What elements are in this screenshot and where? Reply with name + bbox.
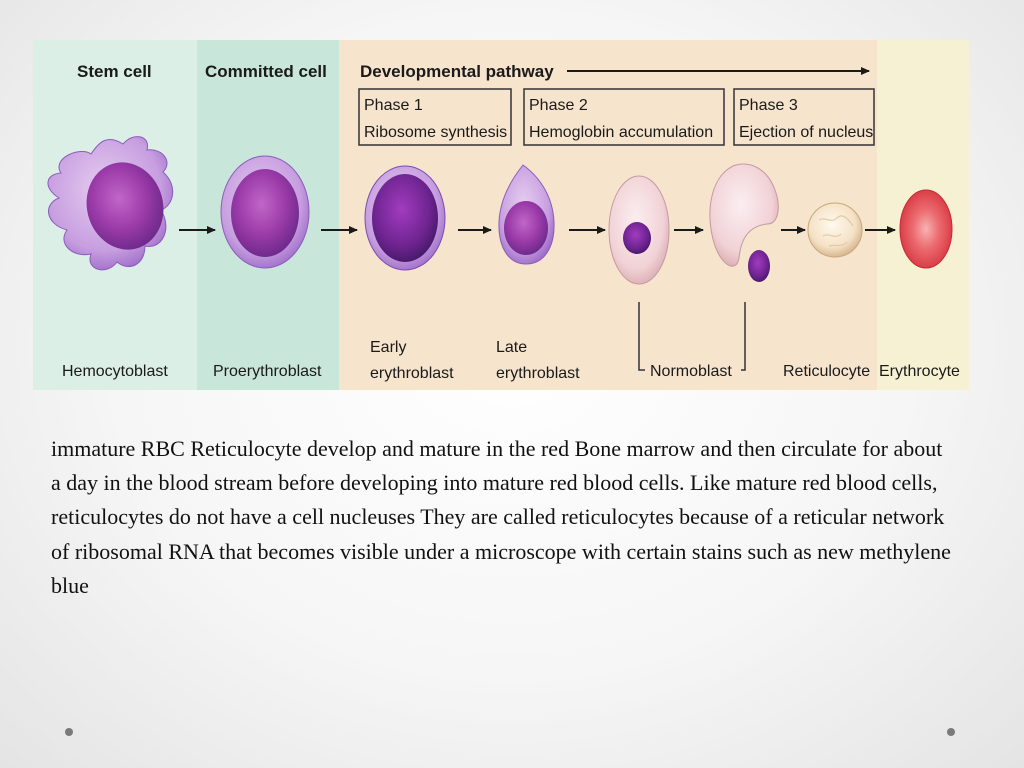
erythropoiesis-diagram: Stem cell Committed cell Developmental p… — [33, 40, 969, 390]
late-erythroblast-cell — [498, 164, 555, 265]
phase-2-title: Phase 2 — [529, 97, 588, 114]
proerythroblast-cell — [220, 155, 310, 269]
stem-cell-header: Stem cell — [77, 62, 152, 81]
phase-3-title: Phase 3 — [739, 97, 798, 114]
slide-dot-right — [947, 728, 955, 736]
phase-2-desc: Hemoglobin accumulation — [529, 124, 713, 141]
hemocytoblast-label: Hemocytoblast — [62, 363, 168, 380]
erythrocyte-cell — [899, 189, 953, 269]
early-erythroblast-label-line2: erythroblast — [370, 365, 454, 382]
body-text: immature RBC Reticulocyte develop and ma… — [51, 436, 951, 598]
late-erythroblast-label-line2: erythroblast — [496, 365, 580, 382]
normoblast-cell — [608, 175, 670, 285]
phase-1-title: Phase 1 — [364, 97, 423, 114]
erythrocyte-label: Erythrocyte — [879, 363, 960, 380]
reticulocyte-label: Reticulocyte — [783, 363, 870, 380]
committed-cell-header: Committed cell — [205, 62, 327, 81]
phase-3-desc: Ejection of nucleus — [739, 124, 873, 141]
normoblast-label: Normoblast — [650, 363, 732, 380]
proerythroblast-label: Proerythroblast — [213, 363, 322, 380]
early-erythroblast-label-line1: Early — [370, 339, 406, 356]
nucleus-ejection-cell — [709, 163, 779, 282]
normoblast-bracket — [638, 302, 746, 371]
late-erythroblast-label-line1: Late — [496, 339, 527, 356]
phase-1-desc: Ribosome synthesis — [364, 124, 507, 141]
phase-2-box: Phase 2 Hemoglobin accumulation — [523, 88, 725, 146]
early-erythroblast-cell — [364, 165, 446, 271]
phase-1-box: Phase 1 Ribosome synthesis — [358, 88, 512, 146]
phase-3-box: Phase 3 Ejection of nucleus — [733, 88, 875, 146]
developmental-pathway-header: Developmental pathway — [360, 62, 554, 81]
reticulocyte-cell — [807, 202, 863, 258]
slide-dot-left — [65, 728, 73, 736]
hemocytoblast-cell — [47, 136, 174, 271]
